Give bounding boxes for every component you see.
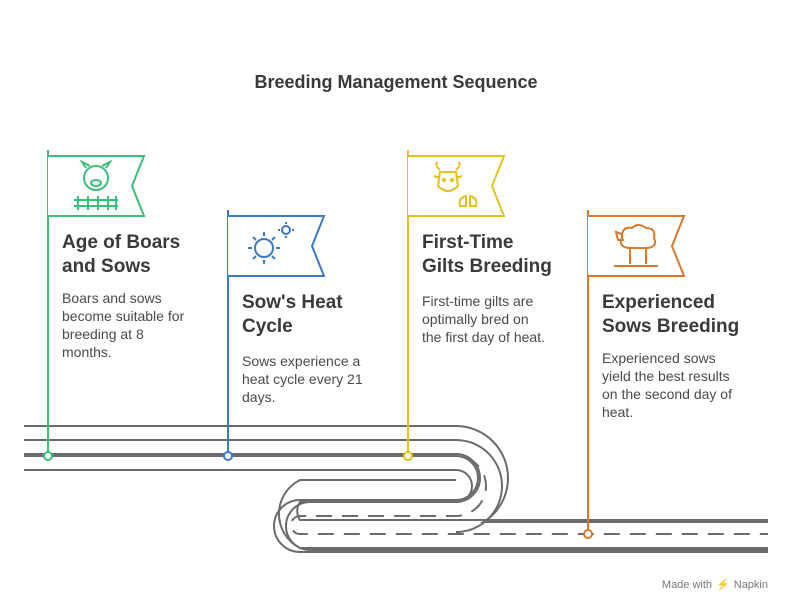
step-desc-heat-cycle: Sows experience a heat cycle every 21 da… xyxy=(242,353,363,405)
step-desc-experienced: Experienced sows yield the best results … xyxy=(602,350,732,420)
flag-gilts xyxy=(403,150,506,461)
pig-fence-icon xyxy=(74,159,118,210)
step-title-experienced: Experienced Sows Breeding xyxy=(602,292,740,337)
sun-gear-icon xyxy=(248,222,294,264)
napkin-logo-icon: ⚡ xyxy=(716,579,730,591)
step-title-heat-cycle: Sow's Heat Cycle xyxy=(242,292,343,337)
brand-label: Napkin xyxy=(733,578,768,591)
step-title-gilts: First-Time Gilts Breeding xyxy=(422,232,552,277)
step-desc-gilts: First-time gilts are optimally bred on t… xyxy=(422,293,545,345)
step-title-age: Age of Boars and Sows xyxy=(62,232,181,277)
cow-hoof-icon xyxy=(433,161,478,207)
diagram-title: Breeding Management Sequence xyxy=(254,72,538,92)
flag-experienced xyxy=(583,210,686,539)
made-with-label: Made with xyxy=(661,578,713,591)
footer: Made with ⚡ Napkin xyxy=(661,578,768,592)
step-desc-age: Boars and sows become suitable for breed… xyxy=(62,290,185,360)
sheep-icon xyxy=(614,224,658,267)
flag-heat-cycle xyxy=(223,210,326,461)
flag-age xyxy=(43,150,146,461)
